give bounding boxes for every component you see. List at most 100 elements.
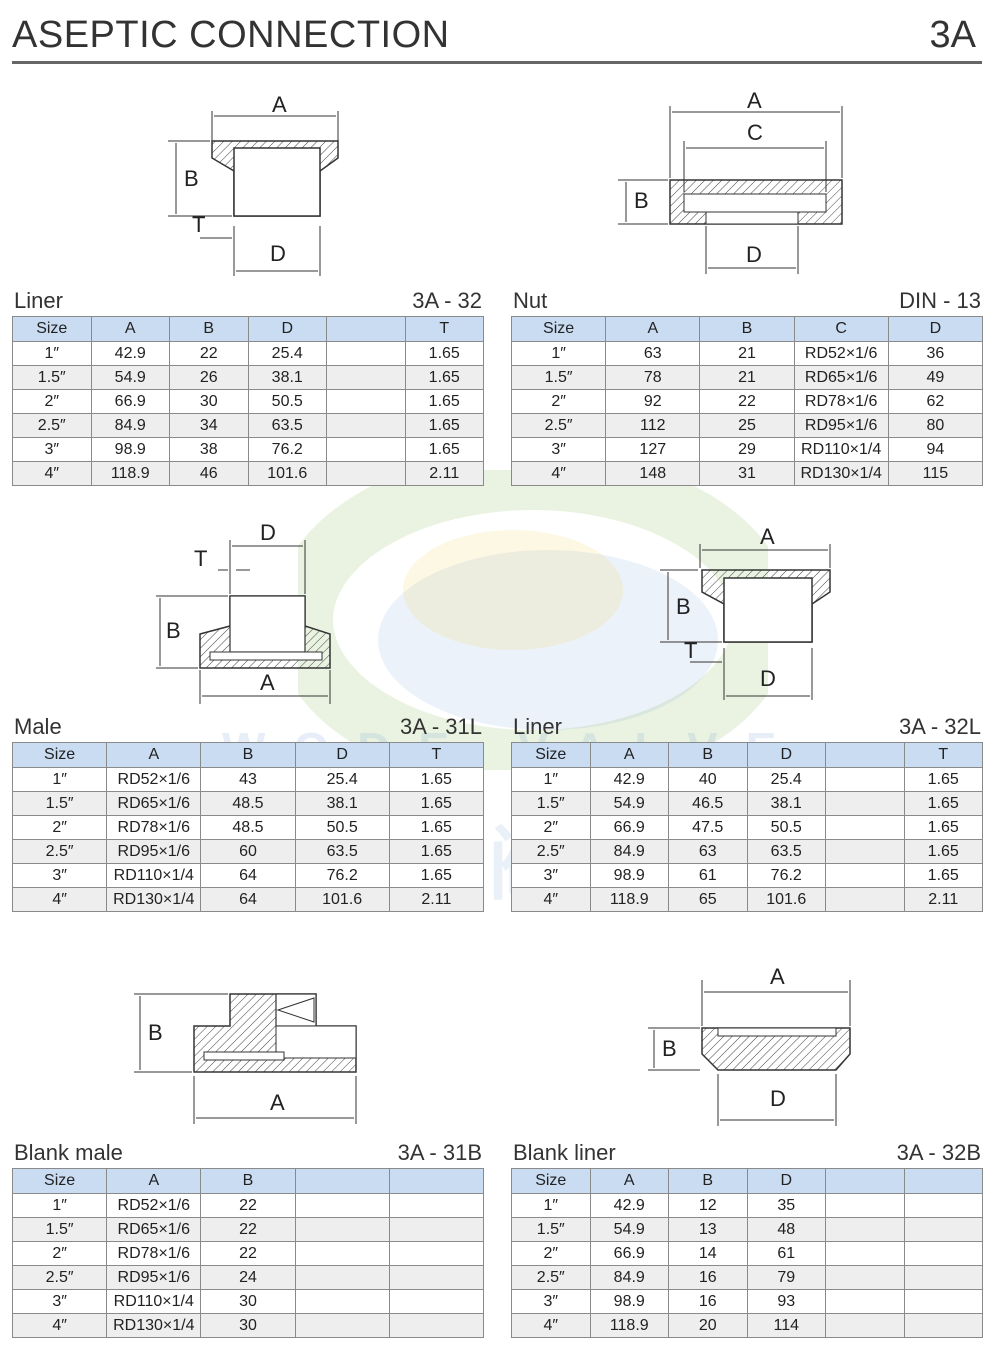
column-header: A xyxy=(90,316,170,342)
section-standard: 3A - 32B xyxy=(896,1140,981,1165)
column-header xyxy=(388,1168,485,1194)
table-cell: 38.1 xyxy=(746,791,826,816)
table-cell: 54.9 xyxy=(90,365,170,390)
table-cell xyxy=(388,1193,485,1218)
table-cell: 2.11 xyxy=(388,887,485,912)
column-header: D xyxy=(887,316,984,342)
standard-code: 3A xyxy=(929,14,976,56)
table-cell: 22 xyxy=(200,1193,296,1218)
table-cell: 63.5 xyxy=(746,839,826,864)
nut-label-c: C xyxy=(747,120,763,145)
table-cell xyxy=(903,1193,983,1218)
table-cell xyxy=(903,1289,983,1314)
table-cell: 2.11 xyxy=(903,887,983,912)
table-cell: 1.65 xyxy=(388,767,485,792)
table-cell: 22 xyxy=(200,1241,296,1266)
table-cell: 80 xyxy=(887,413,984,438)
table-cell: 61 xyxy=(746,1241,826,1266)
table-cell: 101.6 xyxy=(746,887,826,912)
table-cell: 30 xyxy=(200,1289,296,1314)
table-cell: 46.5 xyxy=(668,791,748,816)
nut-drawing: A C B D xyxy=(618,88,843,274)
table-cell xyxy=(388,1265,485,1290)
table-cell: 1.65 xyxy=(404,413,484,438)
table-cell: 1.65 xyxy=(388,839,485,864)
table-cell: 13 xyxy=(668,1217,748,1242)
table-cell: 4″ xyxy=(12,461,92,486)
table-cell: 3″ xyxy=(12,437,92,462)
table-cell: 76.2 xyxy=(746,863,826,888)
table-cell: 2.5″ xyxy=(511,1265,591,1290)
table-cell: RD52×1/6 xyxy=(106,1193,202,1218)
table-cell: 43 xyxy=(200,767,296,792)
table-cell: RD110×1/4 xyxy=(106,863,202,888)
table-cell: 46 xyxy=(169,461,249,486)
table-cell: 1.65 xyxy=(404,341,484,366)
column-header: D xyxy=(247,316,327,342)
section-standard: 3A - 32L xyxy=(899,714,981,739)
table-cell: 64 xyxy=(200,887,296,912)
table-cell: 101.6 xyxy=(247,461,327,486)
column-header: Size xyxy=(511,742,591,768)
table-cell: 63 xyxy=(605,341,701,366)
column-header: D xyxy=(294,742,390,768)
table-cell: 49 xyxy=(887,365,984,390)
blank-liner-outline xyxy=(701,1027,851,1071)
table-cell: 35 xyxy=(746,1193,826,1218)
nut-label-a: A xyxy=(747,88,762,113)
table-cell: 1″ xyxy=(511,1193,591,1218)
table-cell: 66.9 xyxy=(589,815,669,840)
column-header xyxy=(825,742,905,768)
column-header: C xyxy=(793,316,889,342)
table-cell: RD65×1/6 xyxy=(793,365,889,390)
table-cell: 4″ xyxy=(511,1313,591,1338)
table-cell: 54.9 xyxy=(589,791,669,816)
liner-32l-label-b: B xyxy=(676,594,691,619)
table-cell: 3″ xyxy=(511,1289,591,1314)
section-name: Blank liner xyxy=(513,1140,616,1165)
table-cell: 114 xyxy=(746,1313,826,1338)
table-cell xyxy=(326,461,406,486)
table-cell: 60 xyxy=(200,839,296,864)
column-header: A xyxy=(589,742,669,768)
table-cell: 1″ xyxy=(12,341,92,366)
table-cell xyxy=(294,1265,390,1290)
table-cell: 1″ xyxy=(511,767,591,792)
table-cell: 118.9 xyxy=(589,1313,669,1338)
table-cell: 1.65 xyxy=(388,815,485,840)
liner-32-outline xyxy=(211,140,339,217)
table-cell: 1.65 xyxy=(404,389,484,414)
table-cell: 66.9 xyxy=(589,1241,669,1266)
table-cell: RD52×1/6 xyxy=(793,341,889,366)
table-cell xyxy=(825,1289,905,1314)
diagram-blank-liner: A B D xyxy=(640,950,860,1130)
table-cell xyxy=(388,1217,485,1242)
table-cell: 118.9 xyxy=(90,461,170,486)
table-cell xyxy=(388,1313,485,1338)
table-cell: 29 xyxy=(699,437,795,462)
table-cell: 30 xyxy=(169,389,249,414)
section-name: Male xyxy=(14,714,62,739)
column-header: B xyxy=(200,1168,296,1194)
liner-32-label-b: B xyxy=(184,166,199,191)
column-header: B xyxy=(668,1168,748,1194)
table-cell: 65 xyxy=(668,887,748,912)
table-cell xyxy=(326,413,406,438)
column-header: D xyxy=(746,742,826,768)
column-header: T xyxy=(903,742,983,768)
column-header: Size xyxy=(511,1168,591,1194)
table-cell: 76.2 xyxy=(294,863,390,888)
